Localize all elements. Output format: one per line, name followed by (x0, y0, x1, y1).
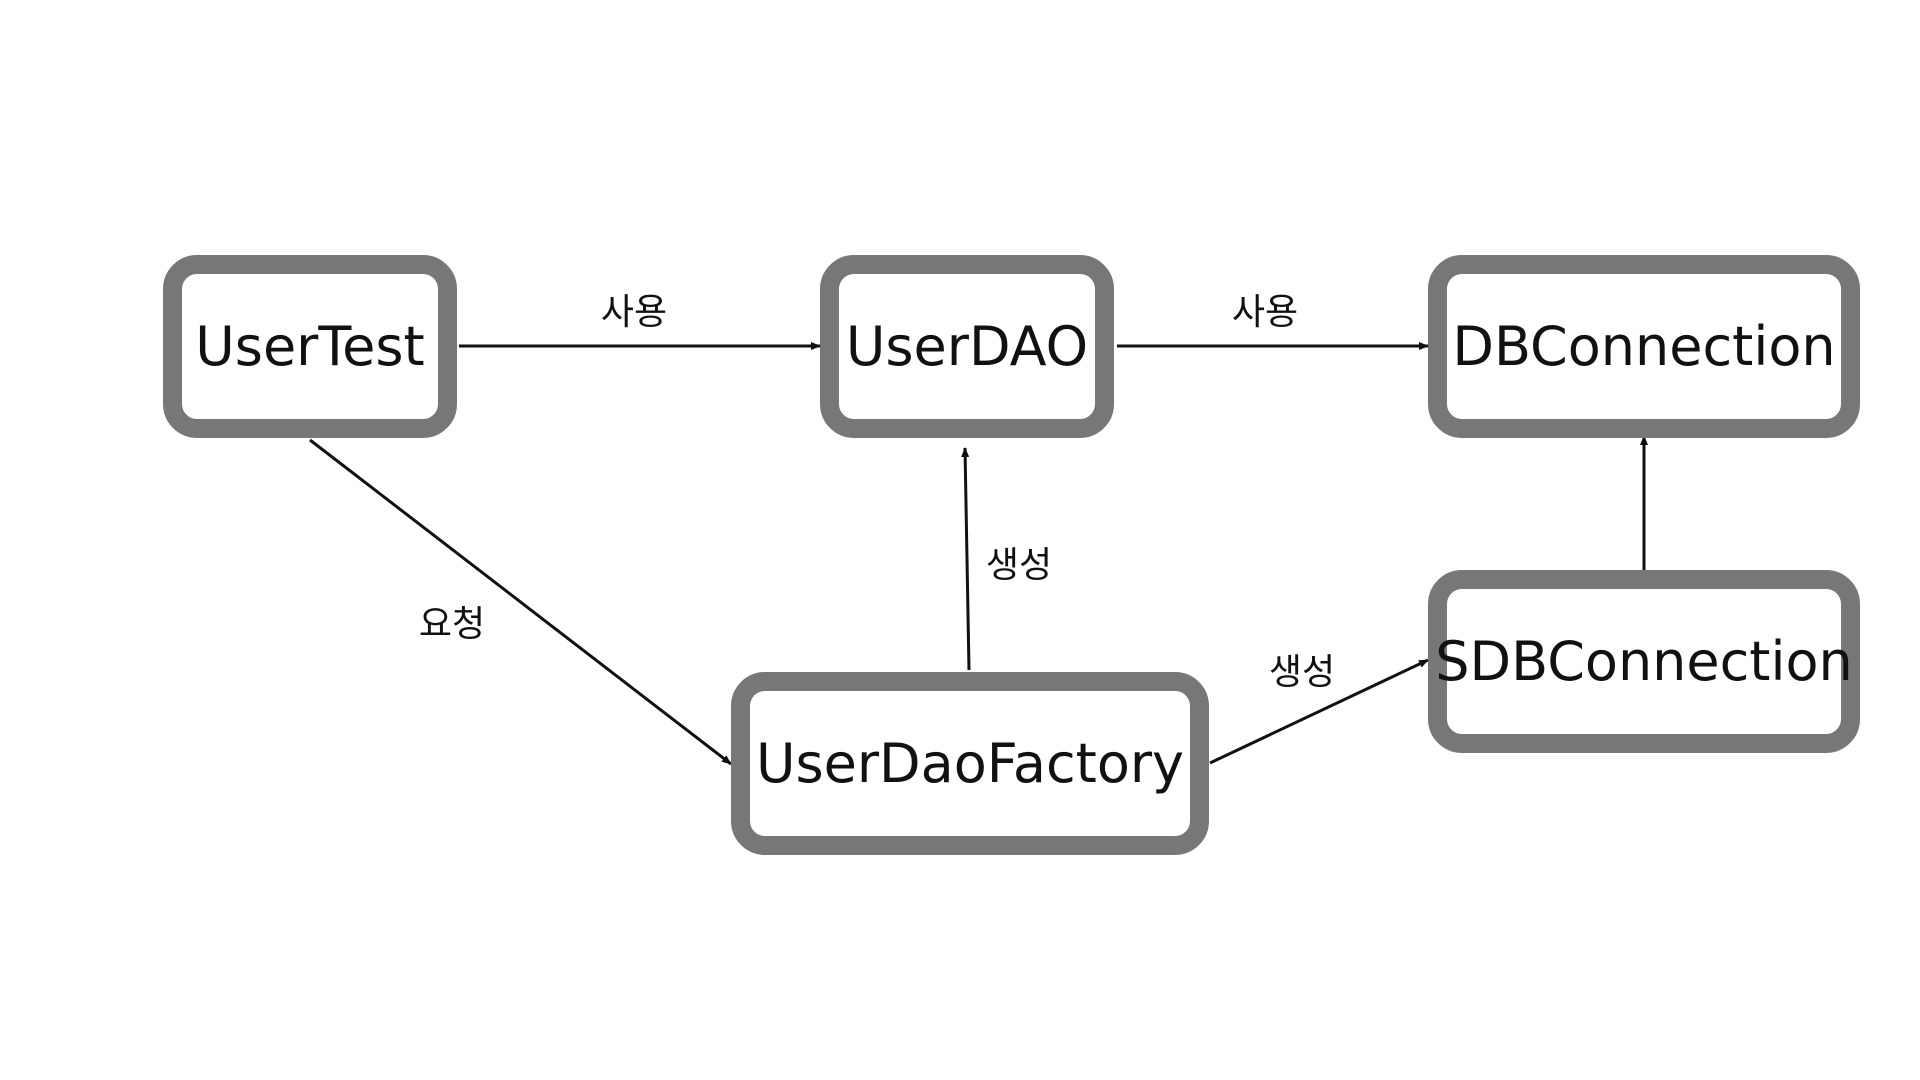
edge-label-usertest-userdaofactory: 요청 (418, 604, 486, 645)
edge-userdaofactory-to-userdao (961, 447, 971, 671)
node-userdaofactory: UserDaoFactory (731, 672, 1209, 855)
node-sdbconnection: SDBConnection (1428, 570, 1860, 753)
edge-usertest-to-userdaofactory (309, 438, 732, 766)
edge-label-userdaofactory-sdbconnection: 생성 (1268, 652, 1336, 693)
edge-userdaofactory-to-sdbconnection (1209, 658, 1429, 765)
edge-label-usertest-userdao: 사용 (600, 292, 668, 333)
node-userdao: UserDAO (820, 255, 1114, 438)
edge-label-userdao-dbconnection: 사용 (1231, 292, 1299, 333)
node-dbconnection: DBConnection (1428, 255, 1860, 438)
edge-label-userdaofactory-userdao: 생성 (985, 545, 1053, 586)
node-usertest: UserTest (163, 255, 457, 438)
